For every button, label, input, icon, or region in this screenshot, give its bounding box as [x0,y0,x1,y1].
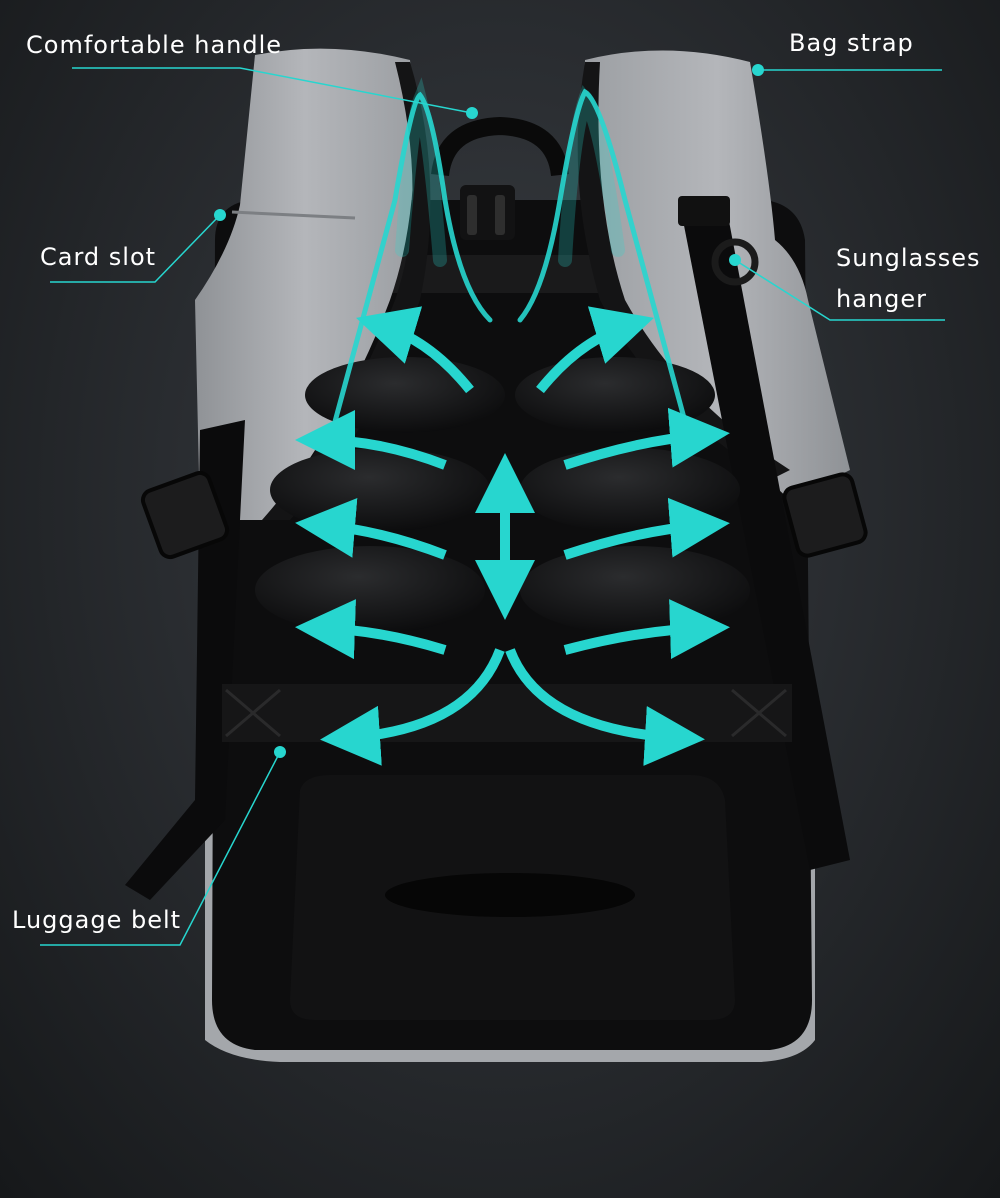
callout-sunglasses-hanger-line2: hanger [836,285,927,313]
callout-luggage-belt: Luggage belt [12,906,182,934]
card-slot [231,210,356,220]
callout-comfortable-handle: Comfortable handle [26,31,283,59]
top-handle [431,116,569,177]
callout-card-slot: Card slot [40,243,157,271]
right-buckle [782,472,868,558]
luggage-belt-band [222,684,792,742]
left-buckle [140,470,230,560]
callout-dot-icon [214,64,764,758]
right-webbing-strap [680,200,850,870]
airflow-glow [327,77,693,443]
airflow-arrow-icon [295,306,730,766]
left-shoulder-strap [195,48,415,521]
callout-sunglasses-hanger-line1: Sunglasses [836,244,981,272]
d-ring [711,238,759,286]
callout-leaders [40,67,945,946]
callout-bag-strap: Bag strap [789,29,914,57]
